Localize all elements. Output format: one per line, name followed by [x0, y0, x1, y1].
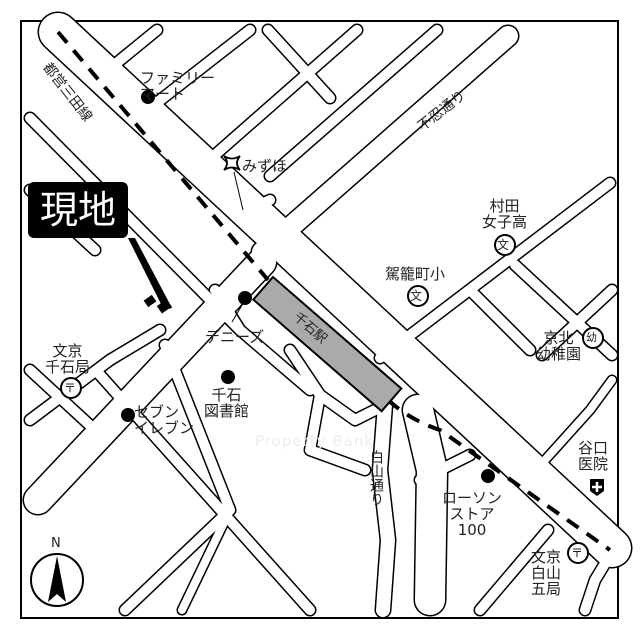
road [465, 285, 535, 355]
place-label: デニーズ [205, 328, 265, 346]
road [178, 506, 234, 614]
road [193, 167, 275, 219]
place-label: 谷口 医院 [578, 439, 609, 473]
road [210, 285, 315, 395]
road [305, 390, 370, 475]
north-label: N [51, 536, 61, 551]
road [475, 525, 553, 615]
school-glyph: 文 [497, 238, 510, 252]
road [25, 113, 245, 335]
store-dot-icon[interactable] [238, 291, 252, 305]
place-label: セブン イレブン [134, 403, 195, 437]
road [403, 395, 447, 615]
place-label: 文京 千石局 [45, 342, 91, 376]
road [415, 450, 475, 485]
post-office-icon[interactable] [567, 542, 589, 564]
place-label: 京北 幼稚園 [536, 329, 582, 363]
bank-icon[interactable] [223, 155, 241, 171]
road [103, 25, 162, 75]
leader-line [233, 171, 244, 211]
site-building[interactable] [156, 299, 172, 314]
road [263, 25, 335, 103]
leader-line [231, 299, 246, 323]
road [195, 25, 362, 173]
post-glyph: 〒 [64, 381, 77, 395]
store-dot-icon[interactable] [481, 469, 495, 483]
station-platform[interactable] [251, 275, 403, 413]
road [145, 25, 255, 113]
place-label: ローソン ストア 100 [442, 489, 503, 539]
place-label: ファミリー マート [140, 69, 216, 103]
road [537, 285, 617, 360]
road [95, 370, 315, 615]
road [265, 25, 442, 181]
school-icon[interactable] [407, 285, 429, 307]
store-dot-icon[interactable] [141, 90, 155, 104]
railway-line [56, 30, 270, 282]
road [285, 345, 390, 425]
school-glyph: 文 [410, 289, 423, 303]
north-arrow-icon [30, 553, 84, 607]
store-dot-icon[interactable] [121, 408, 135, 422]
place-label: 駕籠町小 [385, 265, 446, 283]
railway-line-south [386, 398, 612, 552]
post-office-icon[interactable] [60, 377, 82, 399]
current-location-callout[interactable]: 現地 [28, 182, 128, 238]
callout-pointer [128, 238, 172, 310]
place-label: 村田 女子高 [482, 197, 528, 231]
library-dot-icon[interactable] [221, 370, 235, 384]
post-glyph: 〒 [571, 546, 584, 560]
road [39, 13, 631, 567]
road [373, 398, 395, 617]
place-label: 文京 白山 五局 [531, 548, 562, 598]
site-building[interactable] [143, 294, 157, 308]
school-icon[interactable] [494, 234, 516, 256]
place-label: 千石 図書館 [204, 386, 250, 420]
watermark: Property Bank [255, 432, 374, 450]
road [375, 178, 615, 363]
hospital-icon[interactable] [590, 479, 604, 496]
road [580, 547, 617, 615]
place-label: みずほ [242, 157, 288, 175]
road [541, 376, 616, 464]
kindergarten-icon[interactable] [582, 327, 604, 349]
kindergarten-glyph: 幼 [586, 331, 597, 344]
street-label-hakusan: 白山通り [368, 450, 384, 506]
road [252, 26, 518, 262]
road [25, 365, 100, 435]
